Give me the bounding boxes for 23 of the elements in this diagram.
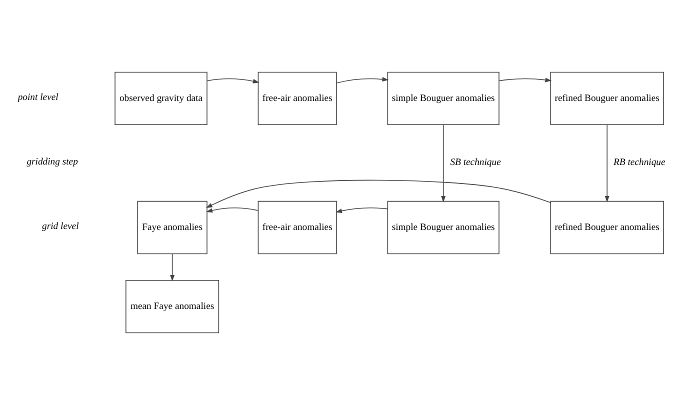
- label: grid level: [42, 220, 79, 232]
- node-box: free-air anomalies: [258, 71, 337, 125]
- node-box: simple Bouguer anomalies: [387, 71, 500, 125]
- label: point level: [18, 92, 58, 103]
- edge-label: SB technique: [450, 156, 501, 168]
- node-box: simple Bouguer anomalies: [387, 200, 500, 254]
- arrow: [170, 252, 175, 281]
- arrow: [498, 77, 552, 82]
- arrow: [206, 206, 258, 212]
- arrow: [604, 124, 610, 202]
- node-box: mean Faye anomalies: [126, 279, 220, 333]
- arrow: [336, 206, 388, 213]
- node-box: observed gravity data: [114, 71, 208, 125]
- arrow: [441, 124, 446, 202]
- arrow: [206, 179, 551, 208]
- arrow: [336, 76, 389, 83]
- node-box: refined Bouguer anomalies: [550, 71, 664, 125]
- label: gridding step: [26, 156, 78, 168]
- node-box: free-air anomalies: [258, 200, 337, 254]
- arrow: [206, 78, 260, 83]
- node-box: Faye anomalies: [137, 200, 208, 254]
- node-box: refined Bouguer anomalies: [550, 200, 664, 254]
- edge-label: RB technique: [614, 156, 666, 168]
